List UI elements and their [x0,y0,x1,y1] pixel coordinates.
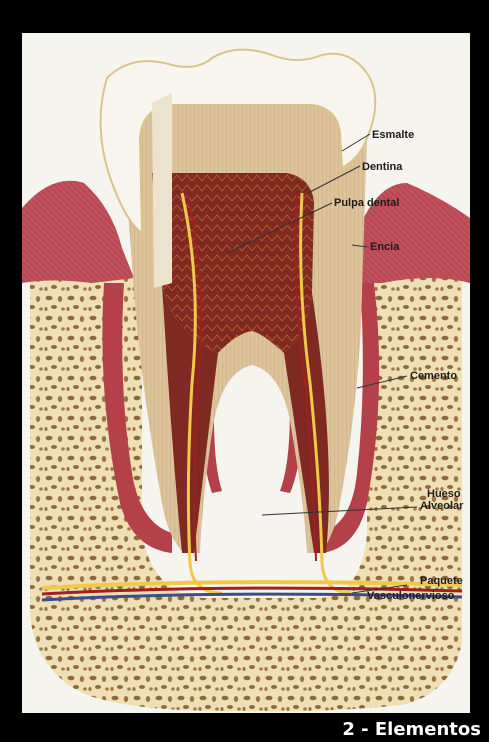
label-cemento: Cemento [410,370,457,382]
label-alveolar: Alveolar [420,500,463,512]
label-pulpa-dental: Pulpa dental [334,197,399,209]
label-hueso: Hueso [427,488,461,500]
figure-caption: 2 - Elementos [342,719,481,740]
label-encia: Encia [370,241,399,253]
label-paquete: Paquete [420,575,463,587]
label-vasculonervioso: Vasculonervioso [367,590,454,602]
label-esmalte: Esmalte [372,129,414,141]
label-dentina: Dentina [362,161,402,173]
diagram-panel: Esmalte Dentina Pulpa dental Encia Cemen… [22,33,470,713]
enamel-cut-face [152,93,172,288]
